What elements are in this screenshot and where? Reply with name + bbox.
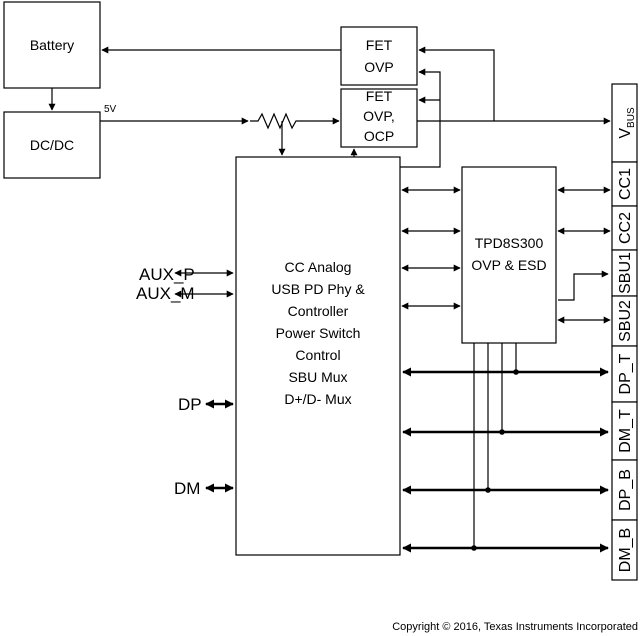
dp-b-label: DP_B	[617, 469, 634, 511]
cc2-label: CC2	[617, 212, 634, 244]
usb-c-connector: VBUS CC1 CC2 SBU1 SBU2 DP_T DM_T DP_B DM…	[611, 83, 638, 581]
dm-t-pin	[611, 401, 638, 461]
sbu1-label: SBU1	[617, 252, 634, 294]
dp-label: DP	[178, 395, 202, 414]
dp-t-pin	[611, 345, 638, 403]
fet-ovp-ocp-block: FET OVP, OCP	[340, 88, 418, 148]
copyright-text: Copyright © 2016, Texas Instruments Inco…	[392, 621, 638, 633]
tpd-line-1: TPD8S300	[475, 235, 544, 251]
battery-block: Battery	[3, 1, 101, 89]
controller-line-5: Control	[295, 347, 340, 363]
dcdc-block: DC/DC	[3, 111, 101, 179]
fet-ovp-ocp-line-3: OCP	[364, 128, 394, 144]
controller-line-1: CC Analog	[285, 259, 352, 275]
controller-line-4: Power Switch	[276, 325, 361, 341]
cc2-pin	[611, 205, 638, 251]
sbu1-pin	[611, 249, 638, 297]
vbus-to-fet-ovp-wire	[418, 46, 495, 121]
fet-ovp-ocp-line-1: FET	[366, 88, 393, 104]
aux-m-label: AUX_M	[136, 284, 195, 303]
sbu2-pin	[611, 295, 638, 347]
dp-t-label: DP_T	[617, 353, 634, 394]
vbus-label: VBUS	[617, 107, 637, 139]
cc1-pin	[611, 161, 638, 207]
dm-t-label: DM_T	[617, 409, 634, 453]
tpd8s300-block: TPD8S300 OVP & ESD	[461, 166, 557, 344]
fet-ovp-line-1: FET	[366, 37, 393, 53]
tpd-line-2: OVP & ESD	[471, 257, 546, 273]
dm-label: DM	[174, 479, 200, 498]
voltage-5v-label: 5V	[104, 104, 117, 115]
fet-ovp-ocp-line-2: OVP,	[363, 108, 395, 124]
sbu2-label: SBU2	[617, 300, 634, 342]
cc1-label: CC1	[617, 168, 634, 200]
controller-line-7: D+/D- Mux	[284, 391, 351, 407]
controller-line-3: Controller	[288, 303, 349, 319]
dp-b-pin	[611, 459, 638, 521]
battery-label: Battery	[30, 37, 74, 53]
sense-resistor-icon	[250, 112, 300, 130]
sbu1-tpd-connector-wire	[558, 270, 609, 301]
fet-ovp-block: FET OVP	[340, 26, 418, 86]
fet-ovp-line-2: OVP	[364, 59, 394, 75]
controller-line-2: USB PD Phy &	[271, 281, 365, 297]
dm-b-label: DM_B	[617, 528, 634, 572]
controller-block: CC Analog USB PD Phy & Controller Power …	[235, 156, 401, 556]
controller-line-6: SBU Mux	[288, 369, 347, 385]
dm-b-pin	[611, 519, 638, 581]
aux-p-label: AUX_P	[139, 265, 195, 284]
controller-to-fet-ovp-ctrl-wire	[400, 68, 441, 168]
dcdc-label: DC/DC	[30, 137, 74, 153]
